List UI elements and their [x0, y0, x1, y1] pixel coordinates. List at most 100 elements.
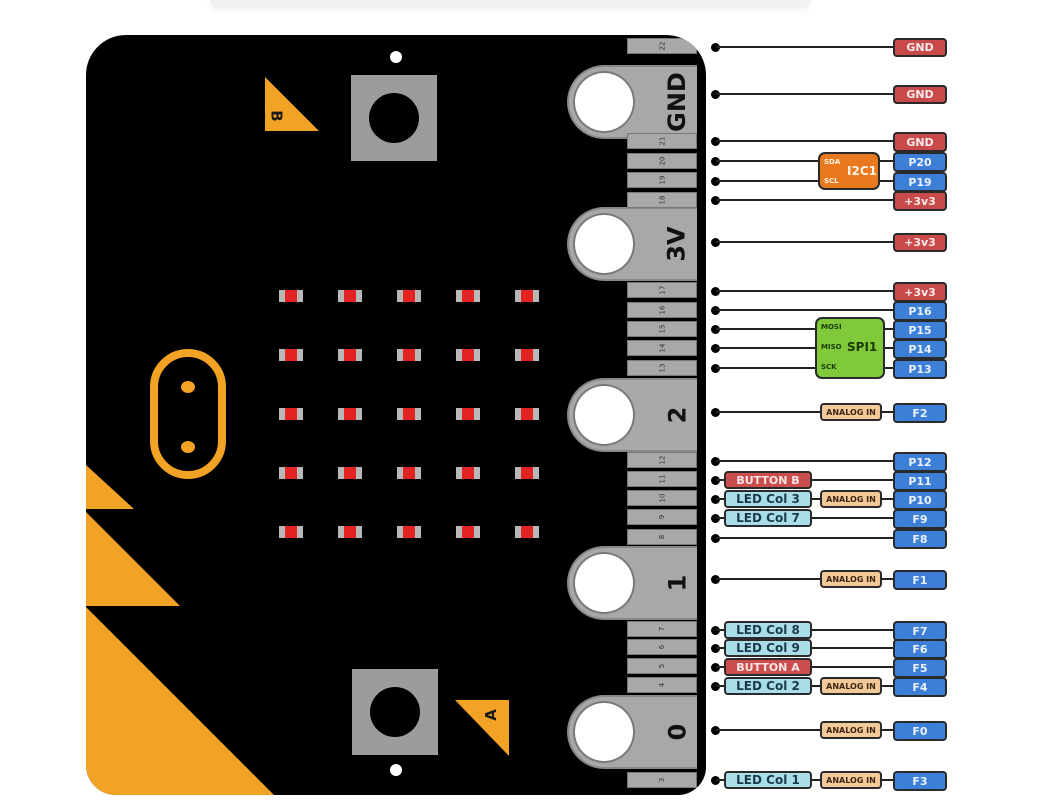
- edge-strip[interactable]: 11: [627, 471, 697, 487]
- wire-dot: [711, 575, 720, 584]
- edge-pad[interactable]: 1: [567, 546, 697, 620]
- strip-number: 9: [658, 514, 666, 520]
- pad-label: 3V: [663, 226, 691, 262]
- wire-dot: [711, 325, 720, 334]
- led: [515, 467, 539, 479]
- strip-number: 20: [657, 156, 666, 166]
- edge-pad[interactable]: 3V: [567, 207, 697, 281]
- edge-strip[interactable]: 13: [627, 360, 697, 376]
- wire: [716, 729, 894, 731]
- analog-in-tag: ANALOG IN: [820, 771, 882, 789]
- wire: [716, 460, 894, 462]
- i2c-bus-box: SDA SCL I2C1: [818, 152, 880, 190]
- strip-number: 4: [658, 682, 666, 688]
- button-function-tag: BUTTON A: [724, 658, 812, 676]
- strip-number: 8: [658, 534, 666, 540]
- wire-dot: [711, 177, 720, 186]
- pad-hole: [575, 703, 633, 761]
- wire: [716, 180, 894, 182]
- button-a-cap: [370, 687, 420, 737]
- edge-strip[interactable]: 10: [627, 490, 697, 506]
- strip-number: 11: [657, 474, 666, 484]
- led: [338, 526, 362, 538]
- edge-strip[interactable]: 15: [627, 321, 697, 337]
- edge-pad[interactable]: 2: [567, 378, 697, 452]
- decor-triangle: [86, 465, 134, 509]
- pin-label: F7: [893, 621, 947, 641]
- strip-number: 15: [657, 324, 666, 334]
- led: [515, 408, 539, 420]
- wire-dot: [711, 364, 720, 373]
- wire: [716, 347, 894, 349]
- pin-label: F5: [893, 658, 947, 678]
- led: [456, 408, 480, 420]
- analog-in-tag: ANALOG IN: [820, 403, 882, 421]
- button-b-marker: B: [265, 77, 319, 131]
- led: [397, 290, 421, 302]
- led-col-tag: LED Col 9: [724, 639, 812, 657]
- led: [279, 408, 303, 420]
- pad-hole: [575, 386, 633, 444]
- analog-in-tag: ANALOG IN: [820, 570, 882, 588]
- edge-strip[interactable]: 22: [627, 38, 697, 54]
- wire-dot: [711, 495, 720, 504]
- led-col-tag: LED Col 2: [724, 677, 812, 695]
- strip-number: 12: [657, 455, 666, 465]
- wire: [716, 367, 894, 369]
- edge-pad[interactable]: GND: [567, 65, 697, 139]
- edge-strip[interactable]: 6: [627, 639, 697, 655]
- wire-dot: [711, 287, 720, 296]
- pad-hole: [575, 554, 633, 612]
- button-a[interactable]: [352, 669, 438, 755]
- edge-strip[interactable]: 20: [627, 153, 697, 169]
- pin-label: P14: [893, 339, 947, 359]
- edge-strip[interactable]: 18: [627, 192, 697, 208]
- pin-label: P10: [893, 490, 947, 510]
- i2c-line-label: SDA: [824, 158, 841, 166]
- edge-strip[interactable]: 8: [627, 529, 697, 545]
- pin-label: +3v3: [893, 191, 947, 211]
- edge-pad[interactable]: 0: [567, 695, 697, 769]
- edge-strip[interactable]: 7: [627, 621, 697, 637]
- spi-line-label: SCK: [821, 363, 837, 371]
- pin-label: F6: [893, 639, 947, 659]
- edge-strip[interactable]: 4: [627, 677, 697, 693]
- strip-number: 10: [657, 493, 666, 503]
- edge-strip[interactable]: 16: [627, 302, 697, 318]
- led-col-tag: LED Col 8: [724, 621, 812, 639]
- led: [397, 526, 421, 538]
- led: [279, 290, 303, 302]
- led: [279, 526, 303, 538]
- pin-label: P12: [893, 452, 947, 472]
- wire-dot: [711, 682, 720, 691]
- wire-dot: [711, 626, 720, 635]
- edge-strip[interactable]: 12: [627, 452, 697, 468]
- edge-strip[interactable]: 17: [627, 282, 697, 298]
- edge-strip[interactable]: 3: [627, 772, 697, 788]
- button-b[interactable]: [351, 75, 437, 161]
- strip-number: 21: [657, 136, 666, 146]
- analog-in-tag: ANALOG IN: [820, 677, 882, 695]
- edge-strip[interactable]: 9: [627, 509, 697, 525]
- pad-label-wrap: 1: [657, 548, 697, 618]
- strip-number: 5: [658, 663, 666, 669]
- wire: [716, 411, 894, 413]
- led: [456, 467, 480, 479]
- strip-number: 19: [657, 175, 666, 185]
- wire: [716, 46, 894, 48]
- led: [456, 349, 480, 361]
- edge-strip[interactable]: 5: [627, 658, 697, 674]
- edge-strip[interactable]: 14: [627, 340, 697, 356]
- edge-strip[interactable]: 21: [627, 133, 697, 149]
- led: [397, 349, 421, 361]
- led: [515, 349, 539, 361]
- led-col-tag: LED Col 7: [724, 509, 812, 527]
- strip-number: 13: [657, 363, 666, 373]
- strip-number: 6: [658, 644, 666, 650]
- button-a-marker: A: [455, 700, 509, 756]
- wire-dot: [711, 457, 720, 466]
- edge-strip[interactable]: 19: [627, 172, 697, 188]
- pin-label: +3v3: [893, 282, 947, 302]
- wire-dot: [711, 344, 720, 353]
- pad-label: 2: [662, 406, 691, 424]
